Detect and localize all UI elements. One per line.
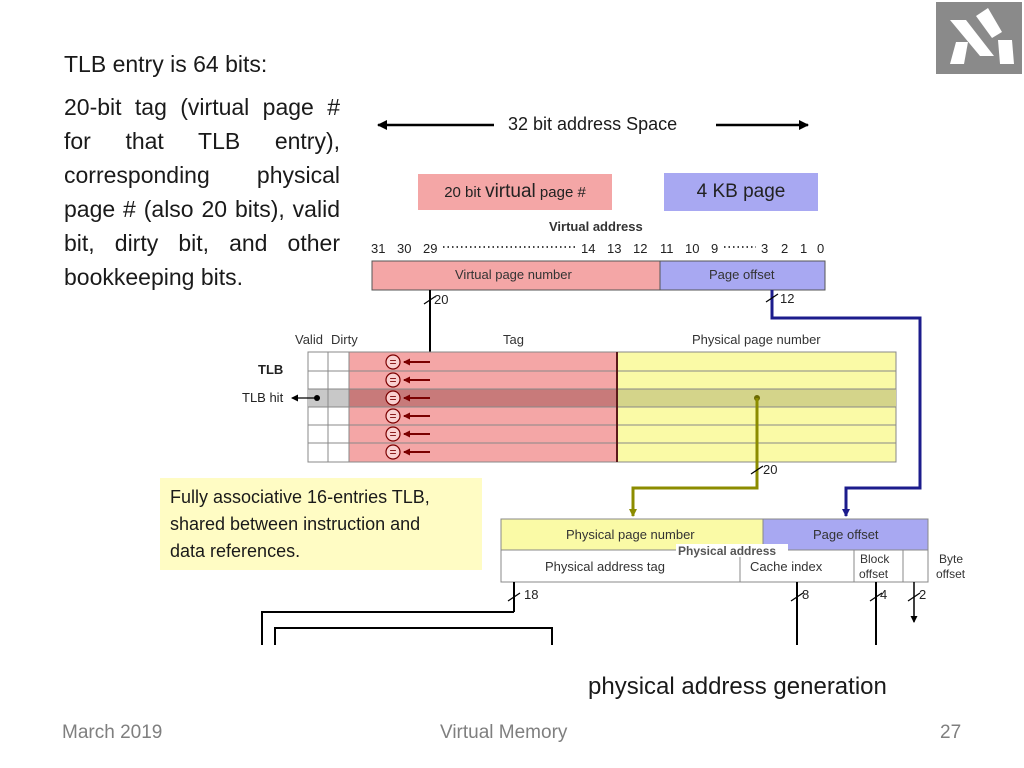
tlb-callout: Fully associative 16-entries TLB, shared… (160, 478, 482, 570)
bit-2: 2 (781, 241, 788, 256)
slide-title: TLB entry is 64 bits: (64, 51, 268, 77)
bit-14: 14 (581, 241, 595, 256)
cache-index-text: Cache index (750, 559, 823, 574)
byte-offset-text-1: Byte (939, 552, 963, 566)
comparator-2-symbol: = (389, 373, 396, 387)
virtual-page-number-box: 20 bit virtual page # (418, 174, 612, 210)
comparator-6-symbol: = (389, 445, 396, 459)
col-valid-header: Valid (295, 332, 323, 347)
comparator-4-symbol: = (389, 409, 396, 423)
ppn-width-tick (750, 465, 764, 475)
footer-page-number: 27 (940, 722, 962, 743)
comparator-1 (385, 354, 401, 370)
comparator-5 (385, 426, 401, 442)
comparator-6 (385, 444, 401, 460)
comparator-4 (385, 408, 401, 424)
page-offset-text: Page offset (709, 267, 775, 282)
physical-address-label-bg (676, 544, 788, 557)
tlb-hit-dot (314, 395, 320, 401)
virtual-address-label: Virtual address (549, 219, 643, 234)
index-width-label: 8 (802, 587, 809, 602)
callout-line-1: Fully associative 16-entries TLB, (170, 487, 430, 507)
block-offset-text-2: offset (859, 567, 889, 581)
bit-13: 13 (607, 241, 621, 256)
tlb-label: TLB (258, 362, 283, 377)
tag-bus-inner (274, 627, 553, 645)
virtual-page-number-text: Virtual page number (455, 267, 573, 282)
bit-11: 11 (660, 241, 674, 256)
comparator-3 (385, 390, 401, 406)
comparator-5-symbol: = (389, 427, 396, 441)
comparator-1-symbol: = (389, 355, 396, 369)
phys-ppn-text: Physical page number (566, 527, 695, 542)
vpn-box-suffix: page # (535, 183, 586, 201)
tag-width-label: 18 (524, 587, 538, 602)
bit-31: 31 (371, 241, 385, 256)
phys-offset-text: Page offset (813, 527, 879, 542)
bit-30: 30 (397, 241, 411, 256)
offset-width-label: 12 (780, 291, 794, 306)
col-tag-header: Tag (503, 332, 524, 347)
comparator-2 (385, 372, 401, 388)
phys-tag-text: Physical address tag (545, 559, 665, 574)
byte-offset-text-2: offset (936, 567, 966, 581)
bit-1: 1 (800, 241, 807, 256)
virtual-page-number-field (371, 260, 661, 291)
address-space-label: 32 bit address Space (508, 114, 678, 134)
callout-line-3: data references. (170, 541, 301, 561)
footer-topic: Virtual Memory (440, 722, 568, 743)
vpn-width-tick (423, 295, 437, 305)
byte-width-label: 2 (919, 587, 926, 602)
bit-0: 0 (817, 241, 824, 256)
logo-glyph-icon (950, 8, 1014, 64)
tag-width-tick (507, 592, 521, 602)
vpn-box-virtual: virtual (485, 181, 536, 202)
bit-9: 9 (711, 241, 718, 256)
col-dirty-header: Dirty (331, 332, 358, 347)
bit-3: 3 (761, 241, 768, 256)
comparator-3-symbol: = (389, 391, 396, 405)
bit-10: 10 (685, 241, 699, 256)
university-logo (936, 2, 1022, 74)
tag-bus-outer (261, 611, 514, 645)
bottom-caption: physical address generation (588, 673, 887, 700)
col-ppn-header: Physical page number (692, 332, 821, 347)
vpn-box-prefix: 20 bit (444, 183, 486, 201)
page-offset-bus-line (770, 290, 922, 517)
ppn-width-label: 20 (763, 462, 777, 477)
physical-address-label: Physical address (678, 544, 776, 558)
phys-offset-field (762, 518, 929, 551)
bit-29: 29 (423, 241, 437, 256)
footer-date: March 2019 (62, 722, 163, 743)
page-size-box: 4 KB page (664, 173, 818, 211)
page-offset-field (659, 260, 826, 291)
bit-12: 12 (633, 241, 647, 256)
vpn-width-label: 20 (434, 292, 448, 307)
block-offset-text-1: Block (860, 552, 890, 566)
ppn-bus-line (629, 398, 759, 517)
block-width-tick (869, 592, 883, 602)
callout-line-2: shared between instruction and (170, 514, 421, 534)
offset-width-tick (765, 293, 779, 303)
slide-body-text: 20-bit tag (virtual page # for that TLB … (64, 94, 340, 290)
block-width-label: 4 (880, 587, 887, 602)
index-width-tick (790, 592, 804, 602)
byte-width-tick (907, 592, 921, 602)
tlb-hit-label: TLB hit (242, 390, 284, 405)
